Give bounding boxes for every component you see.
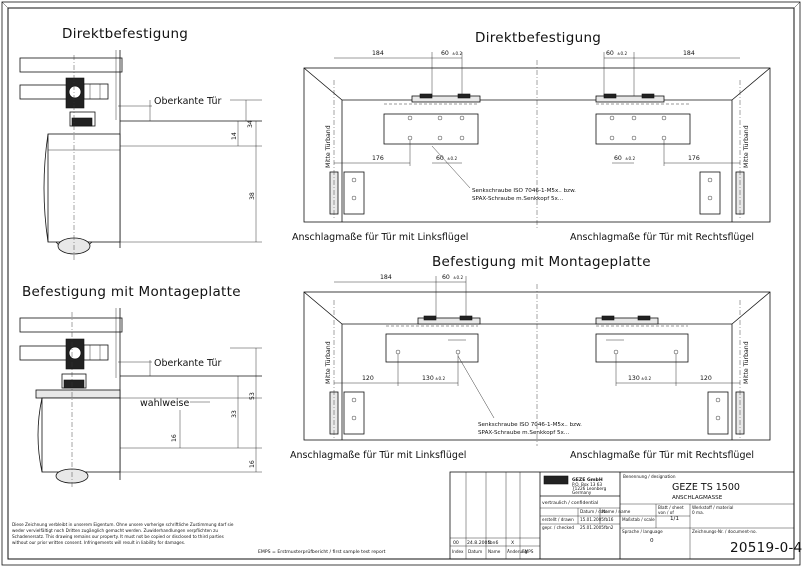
hdr-date: Datum <box>468 549 482 554</box>
dim-34: 34 <box>247 120 254 128</box>
tol-130-right: ±0.2 <box>641 376 652 381</box>
tol-60-bottom: ±0.2 <box>453 275 464 280</box>
lbl-geprueft: gepr. / checked <box>542 525 574 530</box>
note-screw-top-2: SPAX-Schraube m.Senkkopf 5x... <box>472 196 563 202</box>
label-mitte-tuerband-3: Mitte Türband <box>325 341 332 384</box>
dim-184-top-right: 184 <box>683 50 695 57</box>
date-geprueft: 25.01.2005 <box>580 525 604 530</box>
dim-38: 38 <box>249 192 256 200</box>
dim-60-top-left: 60 <box>441 50 449 57</box>
dim-16-top: 16 <box>171 434 178 442</box>
tol-60-mid-right: ±0.2 <box>625 156 636 161</box>
hdr-name-2: Name / name <box>602 509 631 514</box>
product-name: GEZE TS 1500 <box>672 482 740 493</box>
caption-right-wing-bottom: Anschlagmaße für Tür mit Rechtsflügel <box>570 450 754 461</box>
title-direct-right: Direktbefestigung <box>475 30 601 46</box>
lbl-blatt: Blatt / sheet <box>658 505 684 510</box>
title-plate-right: Befestigung mit Montageplatte <box>432 254 651 270</box>
side-section-plate: Oberkante Tür wahlweise 16 53 33 16 <box>19 308 262 488</box>
dim-176-left: 176 <box>372 155 384 162</box>
front-view-direct: Mitte Türband Mitte Türband 184 6 <box>292 50 771 243</box>
lbl-massstab: Maßstab / scale <box>622 517 655 522</box>
dim-120-left: 120 <box>362 375 374 382</box>
dim-16-bottom: 16 <box>249 460 256 468</box>
caption-left-wing-top: Anschlagmaße für Tür mit Linksflügel <box>292 232 468 243</box>
sheet-number: 1/1 <box>670 516 679 522</box>
side-section-direct: Oberkante Tür 34 14 38 <box>19 50 262 262</box>
dim-60-mid-right: 60 <box>614 155 622 162</box>
dim-130-left: 130 <box>422 375 434 382</box>
rev-index: 00 <box>453 540 459 546</box>
tol-60-top-right: ±0.2 <box>617 51 628 56</box>
dim-60-bottom: 60 <box>442 274 450 281</box>
name-erstellt: fb16 <box>604 517 614 522</box>
note-screw-bottom-1: Senkschraube ISO 7046-1-M5x.. bzw. <box>478 422 582 428</box>
emps-note: EMPS = Erstmusterprüfbericht / first sam… <box>258 549 386 555</box>
lbl-werkstoff: Werkstoff / material <box>692 505 733 510</box>
dim-33: 33 <box>231 410 238 418</box>
label-mitte-tuerband-4: Mitte Türband <box>743 341 750 384</box>
company-name: GEZE GmbH <box>572 477 603 483</box>
material: 0 ma. <box>692 510 704 515</box>
document-number: 20519-0-4 <box>730 540 802 556</box>
legal-line-4: without our prior written consent. Infri… <box>12 540 185 545</box>
lbl-benennung: Benennung / designation <box>623 474 676 479</box>
title-direct-left: Direktbefestigung <box>62 26 188 42</box>
language: 0 <box>650 538 654 544</box>
dim-176-right: 176 <box>688 155 700 162</box>
label-wahlweise: wahlweise <box>140 398 189 409</box>
caption-left-wing-bottom: Anschlagmaße für Tür mit Linksflügel <box>290 450 466 461</box>
title-plate-left: Befestigung mit Montageplatte <box>22 284 241 300</box>
dim-120-right: 120 <box>700 375 712 382</box>
name-geprueft: fbn2 <box>604 525 614 530</box>
label-oberkante-tuer-1: Oberkante Tür <box>154 96 222 107</box>
lbl-zeichnungsnr: Zeichnungs-Nr. / document-no. <box>692 529 757 534</box>
note-screw-top-1: Senkschraube ISO 7046-1-M5x.. bzw. <box>472 188 576 194</box>
label-mitte-tuerband-2: Mitte Türband <box>743 125 750 168</box>
tol-60-top-left: ±0.2 <box>452 51 463 56</box>
dim-184-top-left: 184 <box>372 50 384 57</box>
tol-130-left: ±0.2 <box>435 376 446 381</box>
dim-14: 14 <box>231 132 238 140</box>
rev-mark: X <box>511 540 514 546</box>
company-addr-3: Germany <box>572 490 592 495</box>
dim-184-bottom: 184 <box>380 274 392 281</box>
lbl-von: von / of <box>658 510 674 515</box>
company-addr-2: 71226 Leonberg <box>572 486 607 491</box>
note-screw-bottom-2: SPAX-Schraube m.Senkkopf 5x... <box>478 430 569 436</box>
legal-line-2: weder vervielfältigt noch Dritten zugäng… <box>12 528 218 533</box>
date-erstellt: 15.01.2005 <box>580 517 604 522</box>
hdr-index: Index <box>452 549 464 554</box>
confidential: vertraulich / confidential <box>542 500 598 506</box>
legal-line-1: Diese Zeichnung verbleibt in unserem Eig… <box>12 522 234 527</box>
dim-60-mid-left: 60 <box>436 155 444 162</box>
legal-notice: Diese Zeichnung verbleibt in unserem Eig… <box>12 522 386 555</box>
lbl-sprache: Sprache / language <box>622 529 663 534</box>
front-view-plate: Mitte Türband Mitte Türband 184 60 ±0.2 <box>290 274 771 461</box>
hdr-emps: EMPS <box>522 549 534 554</box>
label-oberkante-tuer-2: Oberkante Tür <box>154 358 222 369</box>
lbl-erstellt: erstellt / drawn <box>542 517 574 522</box>
dim-130-right: 130 <box>628 375 640 382</box>
tol-60-mid-left: ±0.2 <box>447 156 458 161</box>
rev-date: 24.8.2005 <box>467 540 490 546</box>
rev-name: fbn6 <box>488 540 498 546</box>
caption-right-wing-top: Anschlagmaße für Tür mit Rechtsflügel <box>570 232 754 243</box>
hdr-change: Änderung <box>507 549 528 554</box>
dim-60-top-right: 60 <box>606 50 614 57</box>
designation: ANSCHLAGMASSE <box>672 495 723 501</box>
legal-line-3: Schadenersatz. This drawing remains our … <box>12 534 224 539</box>
dim-53: 53 <box>249 392 256 400</box>
company-addr-1: P.O. Box 13 63 <box>572 482 602 487</box>
hdr-datum: Datum / date <box>580 509 608 514</box>
label-mitte-tuerband-1: Mitte Türband <box>325 125 332 168</box>
title-block: 00 24.8.2005 fbn6 X Index Datum Name Änd… <box>449 471 802 560</box>
hdr-name: Name <box>488 549 501 554</box>
